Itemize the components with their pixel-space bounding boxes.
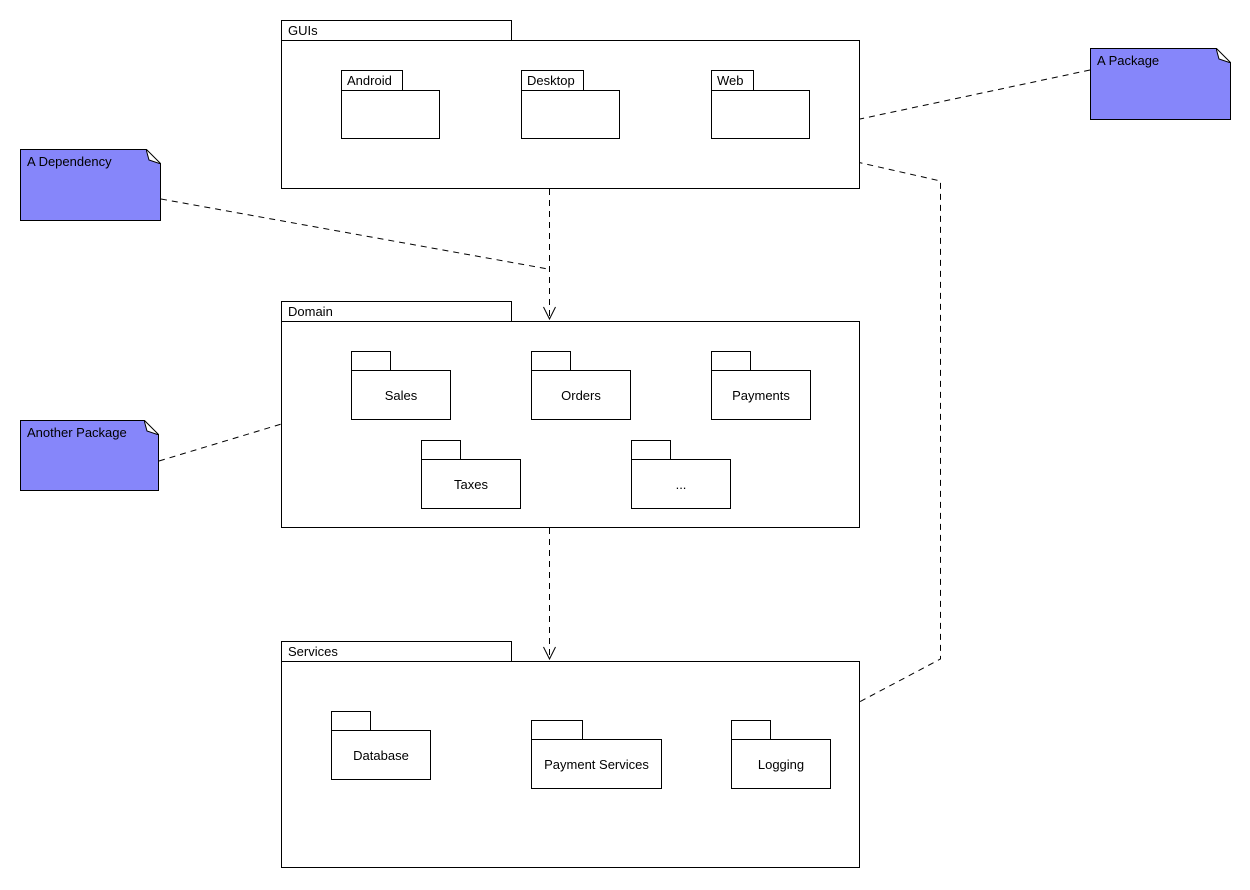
- subpackage-web-body: [711, 90, 810, 139]
- arrowhead-guis-to-domain: [543, 306, 556, 321]
- subpackage-taxes-body: Taxes: [421, 459, 521, 509]
- package-services-tab: Services: [281, 641, 512, 661]
- subpackage-orders-tab: [531, 351, 571, 370]
- anchor-a-dependency: [160, 198, 549, 270]
- package-guis-tab: GUIs: [281, 20, 512, 40]
- arrowhead-domain-to-services: [543, 646, 556, 661]
- subpackage-desktop-tab: Desktop: [521, 70, 584, 90]
- note-another-package: Another Package: [20, 420, 159, 491]
- subpackage-logging-body: Logging: [731, 739, 831, 789]
- subpackage-ellipsis-tab: [631, 440, 671, 459]
- subpackage-payment-services-label: Payment Services: [544, 756, 649, 772]
- subpackage-sales-label: Sales: [384, 387, 418, 403]
- package-domain-tab: Domain: [281, 301, 512, 321]
- subpackage-logging-tab: [731, 720, 771, 739]
- note-another-package-label: Another Package: [27, 425, 127, 440]
- subpackage-database-body: Database: [331, 730, 431, 780]
- package-guis-label: GUIs: [288, 23, 318, 38]
- subpackage-payment-services-tab: [531, 720, 583, 739]
- subpackage-ellipsis-label: ...: [675, 476, 687, 492]
- note-a-dependency: A Dependency: [20, 149, 161, 221]
- subpackage-payments-body: Payments: [711, 370, 811, 420]
- subpackage-taxes-label: Taxes: [454, 476, 488, 492]
- subpackage-ellipsis-body: ...: [631, 459, 731, 509]
- subpackage-desktop-body: [521, 90, 620, 139]
- note-a-package: A Package: [1090, 48, 1231, 120]
- subpackage-android-body: [341, 90, 440, 139]
- subpackage-android-label: Android: [347, 73, 392, 88]
- subpackage-payment-services-body: Payment Services: [531, 739, 662, 789]
- subpackage-orders-body: Orders: [531, 370, 631, 420]
- subpackage-payments-tab: [711, 351, 751, 370]
- package-services-label: Services: [288, 644, 338, 659]
- note-fold-icon: [146, 149, 161, 164]
- subpackage-sales-tab: [351, 351, 391, 370]
- subpackage-desktop-label: Desktop: [527, 73, 575, 88]
- subpackage-database-label: Database: [353, 747, 409, 763]
- note-a-package-label: A Package: [1097, 53, 1160, 68]
- subpackage-taxes-tab: [421, 440, 461, 459]
- note-a-dependency-label: A Dependency: [27, 154, 112, 169]
- anchor-a-package: [859, 69, 1091, 120]
- subpackage-web-label: Web: [717, 73, 744, 88]
- subpackage-sales-body: Sales: [351, 370, 451, 420]
- subpackage-android-tab: Android: [341, 70, 403, 90]
- subpackage-orders-label: Orders: [561, 387, 601, 403]
- subpackage-logging-label: Logging: [757, 756, 805, 772]
- package-domain-label: Domain: [288, 304, 333, 319]
- subpackage-web-tab: Web: [711, 70, 754, 90]
- note-fold-icon: [1216, 48, 1231, 63]
- note-fold-icon: [144, 420, 159, 435]
- subpackage-database-tab: [331, 711, 371, 730]
- subpackage-payments-label: Payments: [732, 387, 790, 403]
